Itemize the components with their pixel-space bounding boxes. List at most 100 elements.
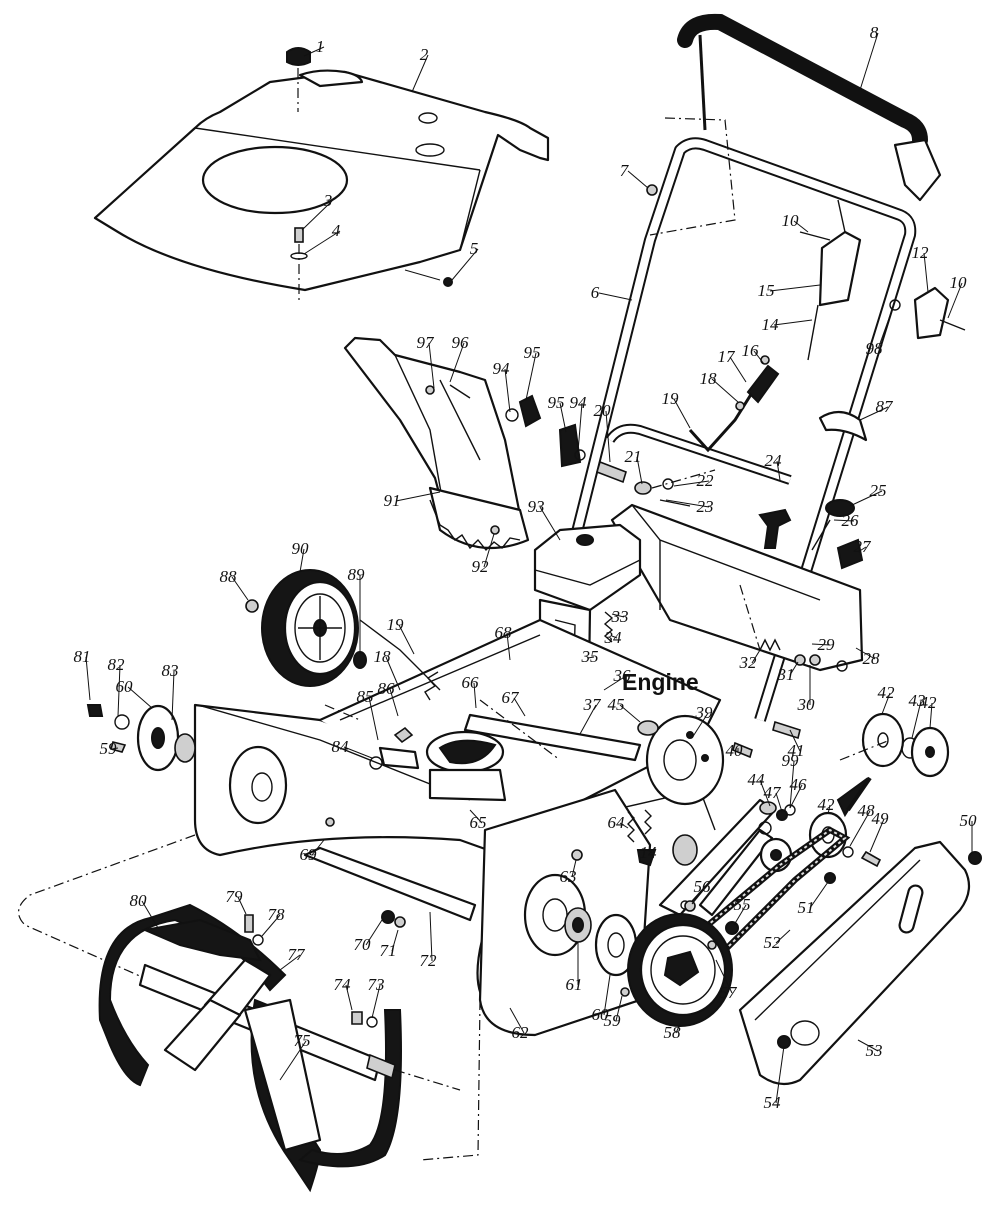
washer-85 [369, 756, 383, 770]
callout-60: 60 [116, 677, 134, 696]
callout-35: 35 [581, 647, 599, 666]
bolt-40 [732, 741, 753, 759]
callout-48: 48 [858, 801, 876, 820]
bearing-61 [564, 907, 592, 943]
callout-56: 56 [694, 877, 712, 896]
assembly-dashed-link [419, 999, 481, 1161]
callout-19: 19 [387, 615, 405, 634]
ignition-key [758, 508, 792, 549]
callout-leader [691, 712, 709, 739]
choke-26 [811, 519, 831, 551]
callout-39: 39 [695, 703, 714, 722]
washer-73 [366, 1016, 378, 1028]
callout-51: 51 [798, 898, 815, 917]
spring-23 [659, 499, 691, 507]
pulley-42-upper-right [910, 726, 950, 778]
callout-19: 19 [662, 389, 680, 408]
bolt-49 [860, 850, 882, 868]
callout-28: 28 [863, 649, 881, 668]
callout-leader [691, 886, 707, 905]
callout-leader [587, 656, 595, 659]
nut-51 [824, 872, 836, 884]
pulley-dashed-link [839, 739, 891, 761]
callout-33: 33 [611, 607, 629, 626]
callout-10: 10 [950, 273, 968, 292]
bolt-41 [772, 720, 801, 740]
callout-leader [857, 546, 867, 553]
springs-64-14 [627, 809, 657, 867]
callout-leader [603, 974, 611, 1016]
callout-64: 64 [608, 813, 626, 832]
washer-94a [505, 408, 519, 422]
callout-leader [539, 506, 561, 541]
callout-leader [773, 319, 813, 326]
callout-81: 81 [74, 647, 91, 666]
cover-bolt [290, 227, 308, 300]
callout-leader [759, 779, 771, 807]
callout-leader [615, 995, 623, 1022]
callout-leader [769, 284, 821, 292]
callout-29: 29 [818, 635, 836, 654]
callout-leader [577, 402, 583, 453]
callout-30: 30 [797, 695, 816, 714]
callout-leaders [85, 32, 973, 1104]
bearing-plate-60-right [594, 913, 638, 977]
spacer-44 [759, 801, 777, 815]
cable-tie [818, 410, 868, 442]
callout-leader [776, 460, 781, 481]
callout-leader [345, 984, 353, 1011]
bolt-10-right [939, 319, 966, 331]
shift-rod-19 [688, 379, 762, 453]
callout-53: 53 [866, 1041, 883, 1060]
housing-dashed-link [324, 704, 361, 721]
bolt-59-right [620, 987, 630, 997]
cover-knob [286, 47, 311, 112]
impeller-duct [425, 730, 507, 802]
callout-leader [279, 1040, 307, 1081]
callout-40: 40 [726, 741, 744, 760]
callout-leader [911, 700, 922, 739]
switch-27 [836, 538, 864, 570]
callout-leader [849, 490, 883, 507]
callout-leader [775, 929, 791, 944]
callout-14: 14 [762, 315, 780, 334]
callout-leader [775, 1045, 785, 1104]
callout-leader [859, 32, 879, 91]
callout-49: 49 [872, 809, 890, 828]
bolt-70 [381, 910, 395, 924]
pin-69 [325, 817, 335, 827]
callout-leader [411, 54, 429, 93]
callout-leader [469, 809, 483, 824]
callout-leader [85, 656, 91, 701]
callout-leader [231, 576, 249, 601]
callout-10: 10 [782, 211, 800, 230]
callout-leader [303, 46, 325, 57]
callout-70: 70 [354, 935, 372, 954]
callout-37: 37 [583, 695, 603, 714]
callout-95: 95 [524, 343, 541, 362]
callout-leader [855, 647, 876, 660]
callout-97: 97 [417, 333, 436, 352]
callout-69: 69 [300, 845, 318, 864]
callout-leader [389, 688, 399, 717]
callout-leader [789, 784, 803, 809]
callout-50: 50 [960, 811, 978, 830]
callout-leader [111, 747, 119, 750]
callout-94: 94 [493, 359, 511, 378]
callout-26: 26 [842, 511, 860, 530]
callout-47: 47 [764, 783, 783, 802]
callout-leader [127, 686, 153, 709]
nut-7 [646, 184, 658, 196]
callout-55: 55 [734, 895, 751, 914]
bolt-74 [351, 1011, 363, 1025]
callout-leader [428, 342, 435, 389]
callout-leader [559, 402, 567, 433]
callout-85: 85 [357, 687, 374, 706]
callout-90: 90 [292, 539, 310, 558]
callout-59: 59 [100, 739, 118, 758]
callout-leader [299, 548, 305, 573]
callout-leader [525, 352, 537, 401]
nut-71 [394, 916, 406, 928]
callout-20: 20 [594, 401, 612, 420]
